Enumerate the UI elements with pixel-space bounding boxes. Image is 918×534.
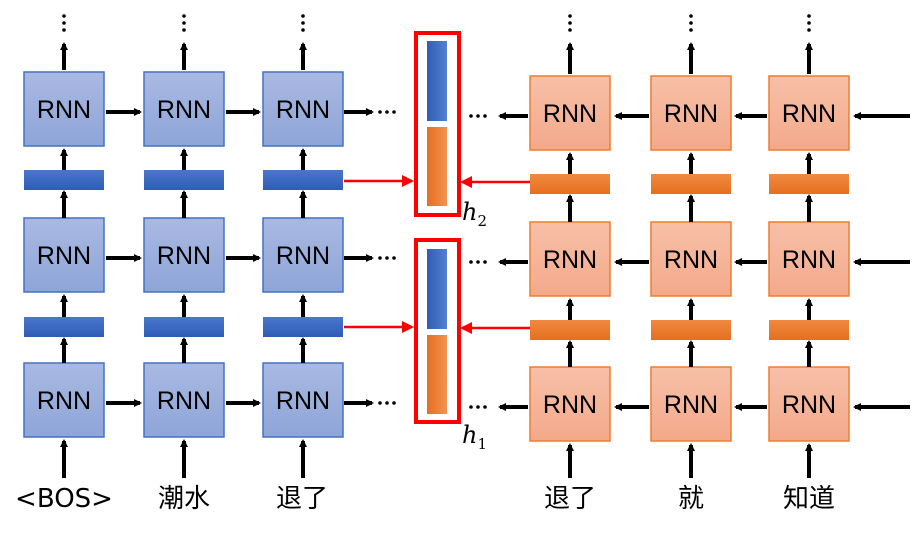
backward-state-h1 <box>427 335 447 414</box>
backward-rnn-label: RNN <box>664 391 718 419</box>
forward-state-h1 <box>427 249 447 329</box>
forward-vertical-ellipsis <box>182 14 186 18</box>
backward-rnn-cell <box>529 221 611 297</box>
forward-rnn-label: RNN <box>276 242 330 270</box>
forward-state-h2 <box>427 41 447 121</box>
backward-rnn-cell <box>768 366 850 442</box>
backward-vertical-ellipsis <box>568 21 572 25</box>
backward-hidden-state-bar <box>530 320 610 340</box>
backward-vertical-ellipsis <box>689 28 693 32</box>
backward-rnn-label: RNN <box>543 246 597 274</box>
forward-rnn-cell <box>23 217 105 293</box>
forward-vertical-ellipsis <box>62 14 66 18</box>
backward-ellipsis <box>469 114 473 118</box>
forward-rnn-label: RNN <box>276 387 330 415</box>
forward-ellipsis <box>385 256 389 260</box>
forward-rnn-cell <box>143 71 225 147</box>
forward-vertical-ellipsis <box>182 28 186 32</box>
forward-vertical-ellipsis <box>62 21 66 25</box>
backward-rnn-cell <box>768 75 850 151</box>
forward-ellipsis <box>378 110 382 114</box>
token-tuile-backward: 退了 <box>544 484 596 514</box>
backward-rnn-label: RNN <box>782 391 836 419</box>
backward-vertical-ellipsis <box>568 14 572 18</box>
backward-ellipsis <box>476 114 480 118</box>
forward-ellipsis <box>392 256 396 260</box>
forward-rnn-cell <box>262 217 344 293</box>
forward-hidden-state-bar <box>144 170 224 190</box>
forward-rnn-cell <box>143 217 225 293</box>
backward-vertical-ellipsis <box>807 14 811 18</box>
backward-hidden-state-bar <box>769 174 849 194</box>
backward-hidden-state-bar <box>530 174 610 194</box>
backward-ellipsis <box>483 260 487 264</box>
token-bos: <BOS> <box>15 484 113 514</box>
backward-ellipsis <box>483 405 487 409</box>
backward-rnn-cell <box>650 75 732 151</box>
forward-rnn-cell <box>262 362 344 438</box>
forward-ellipsis <box>378 256 382 260</box>
backward-vertical-ellipsis <box>807 28 811 32</box>
backward-rnn-label: RNN <box>543 100 597 128</box>
forward-rnn-label: RNN <box>157 387 211 415</box>
forward-hidden-state-bar <box>24 317 104 337</box>
forward-rnn-label: RNN <box>37 242 91 270</box>
forward-vertical-ellipsis <box>301 21 305 25</box>
forward-rnn-cell <box>23 71 105 147</box>
forward-hidden-state-bar <box>144 317 224 337</box>
hidden-label-h1: h1 <box>462 421 487 453</box>
backward-ellipsis <box>483 114 487 118</box>
forward-rnn-label: RNN <box>276 96 330 124</box>
concat-highlight-box-h2 <box>414 31 461 217</box>
token-zhidao: 知道 <box>783 484 835 514</box>
backward-rnn-label: RNN <box>782 246 836 274</box>
backward-rnn-cell <box>529 366 611 442</box>
forward-ellipsis <box>385 401 389 405</box>
backward-state-h2 <box>427 127 447 206</box>
backward-rnn-label: RNN <box>543 391 597 419</box>
forward-vertical-ellipsis <box>301 14 305 18</box>
backward-hidden-state-bar <box>651 320 731 340</box>
forward-hidden-state-bar <box>263 317 343 337</box>
forward-ellipsis <box>378 401 382 405</box>
forward-vertical-ellipsis <box>62 28 66 32</box>
backward-vertical-ellipsis <box>689 21 693 25</box>
forward-vertical-ellipsis <box>301 28 305 32</box>
forward-rnn-label: RNN <box>37 96 91 124</box>
backward-rnn-cell <box>529 75 611 151</box>
forward-ellipsis <box>385 110 389 114</box>
hidden-label-h2: h2 <box>462 198 487 230</box>
forward-vertical-ellipsis <box>182 21 186 25</box>
backward-vertical-ellipsis <box>568 28 572 32</box>
forward-ellipsis <box>392 401 396 405</box>
backward-rnn-label: RNN <box>664 100 718 128</box>
forward-rnn-cell <box>23 362 105 438</box>
backward-ellipsis <box>469 260 473 264</box>
backward-rnn-label: RNN <box>664 246 718 274</box>
forward-ellipsis <box>392 110 396 114</box>
backward-hidden-state-bar <box>769 320 849 340</box>
forward-rnn-label: RNN <box>37 387 91 415</box>
token-tuile-forward: 退了 <box>276 484 328 514</box>
backward-rnn-label: RNN <box>782 100 836 128</box>
token-chaoshui: 潮水 <box>158 484 210 514</box>
forward-hidden-state-bar <box>263 170 343 190</box>
token-jiu: 就 <box>678 484 704 514</box>
forward-hidden-state-bar <box>24 170 104 190</box>
backward-ellipsis <box>476 260 480 264</box>
forward-rnn-label: RNN <box>157 96 211 124</box>
forward-rnn-cell <box>262 71 344 147</box>
forward-rnn-label: RNN <box>157 242 211 270</box>
concat-highlight-box-h1 <box>414 238 461 424</box>
backward-ellipsis <box>469 405 473 409</box>
backward-rnn-cell <box>650 366 732 442</box>
backward-vertical-ellipsis <box>807 21 811 25</box>
backward-hidden-state-bar <box>651 174 731 194</box>
backward-ellipsis <box>476 405 480 409</box>
backward-vertical-ellipsis <box>689 14 693 18</box>
